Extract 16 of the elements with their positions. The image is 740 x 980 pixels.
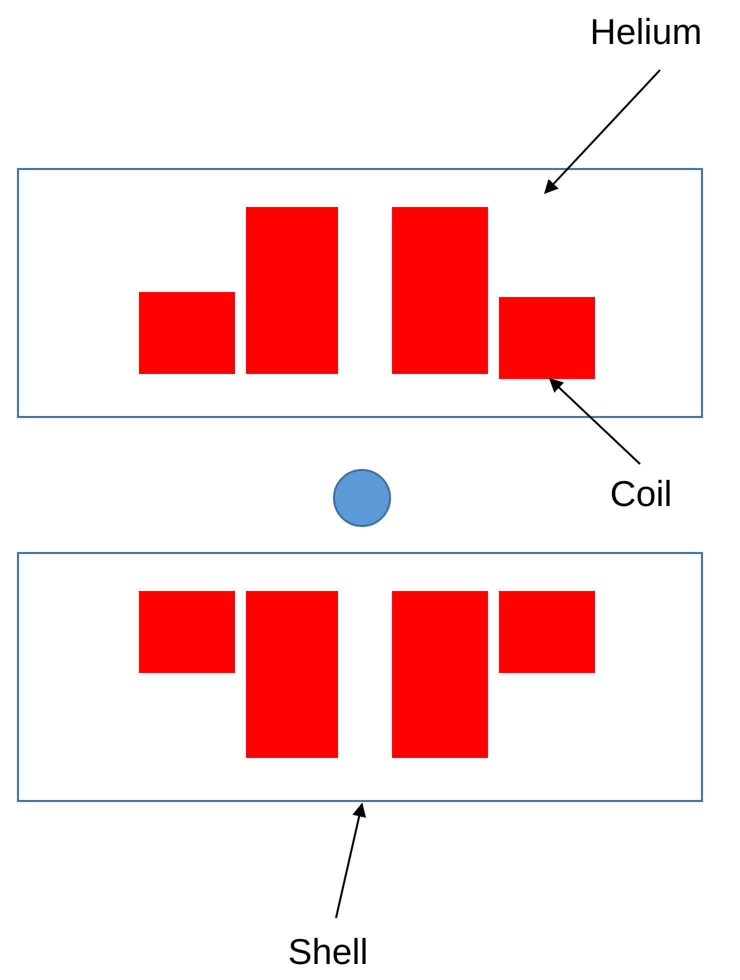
- leader-arrow: [335, 802, 366, 918]
- callout-label: Helium: [590, 12, 702, 52]
- coil-block: [246, 591, 338, 758]
- callout-label: Coil: [610, 474, 672, 514]
- coil-block: [392, 207, 488, 374]
- leader-arrow: [548, 378, 641, 465]
- helium-vessel: [17, 168, 703, 418]
- coil-block: [139, 292, 235, 374]
- leader-arrow: [544, 69, 661, 194]
- coil-block: [139, 591, 235, 673]
- shell-vessel: [17, 552, 703, 802]
- coil-block: [499, 297, 595, 379]
- callout-label: Shell: [288, 932, 368, 972]
- coil-block: [392, 591, 488, 758]
- coil-block: [499, 591, 595, 673]
- coil-block: [246, 207, 338, 374]
